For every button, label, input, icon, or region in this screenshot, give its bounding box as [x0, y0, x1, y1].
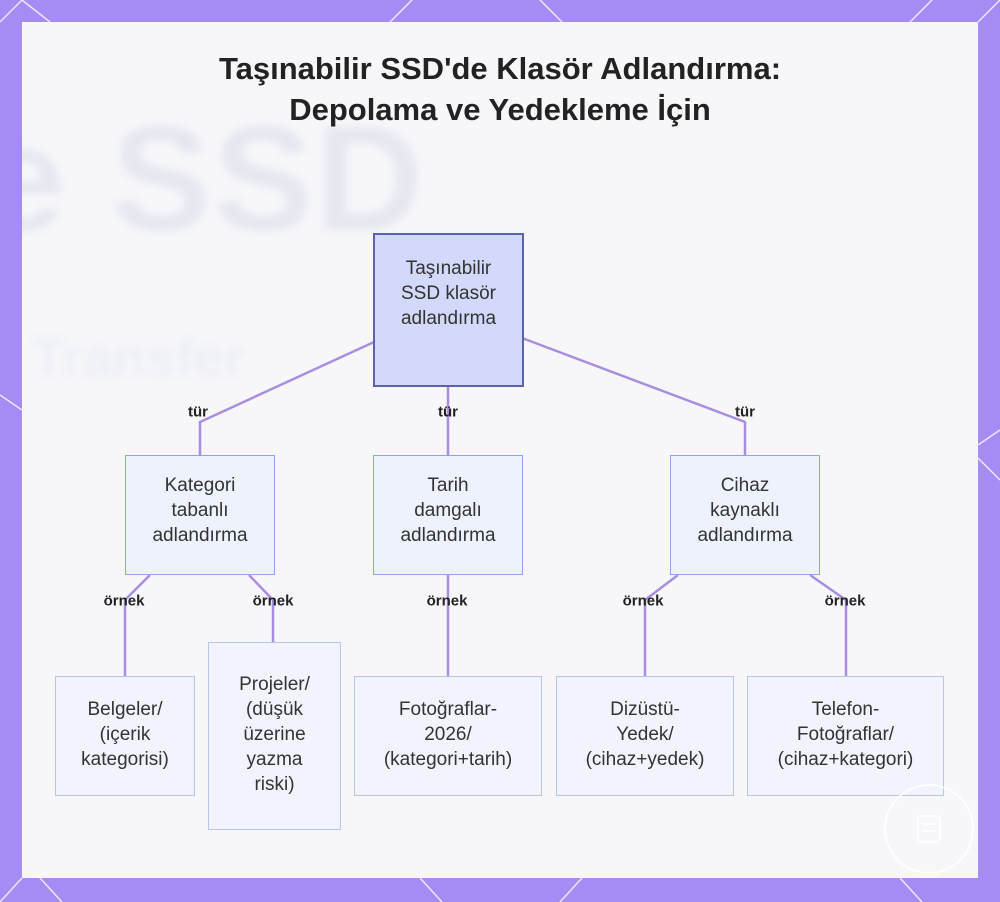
background-text-transfer: Transfer: [32, 328, 246, 388]
edge-label-example: örnek: [426, 592, 468, 610]
edge-category-projects: [248, 574, 275, 642]
edge-label-example: örnek: [252, 592, 294, 610]
node-device-based: Cihaz kaynaklı adlandırma: [670, 455, 820, 575]
node-laptop-backup: Dizüstü- Yedek/ (cihaz+yedek): [556, 676, 734, 796]
background-text-ssd: e SSD: [22, 94, 426, 262]
edge-device-laptop: [643, 574, 679, 677]
node-date-stamped: Tarih damgalı adlandırma: [373, 455, 523, 575]
watermark-logo-icon: [884, 784, 974, 874]
edge-label-type: tür: [438, 403, 458, 421]
node-category-based: Kategori tabanlı adlandırma: [125, 455, 275, 575]
node-phone-photos: Telefon- Fotoğraflar/ (cihaz+kategori): [747, 676, 944, 796]
edge-root-category: [198, 340, 375, 456]
edge-label-type: tür: [735, 403, 755, 421]
node-projects: Projeler/ (düşük üzerine yazma riski): [208, 642, 341, 830]
node-photos-2026: Fotoğraflar- 2026/ (kategori+tarih): [354, 676, 542, 796]
edge-root-device: [521, 336, 747, 456]
edge-label-example: örnek: [103, 592, 145, 610]
edge-label-type: tür: [188, 403, 208, 421]
edge-category-documents: [123, 574, 151, 677]
page-title: Taşınabilir SSD'de Klasör Adlandırma: De…: [218, 51, 782, 127]
node-root: Taşınabilir SSD klasör adlandırma: [373, 233, 524, 387]
node-documents: Belgeler/ (içerik kategorisi): [55, 676, 195, 796]
edge-device-phone: [809, 573, 848, 677]
edge-label-example: örnek: [622, 592, 664, 610]
edge-label-example: örnek: [824, 592, 866, 610]
